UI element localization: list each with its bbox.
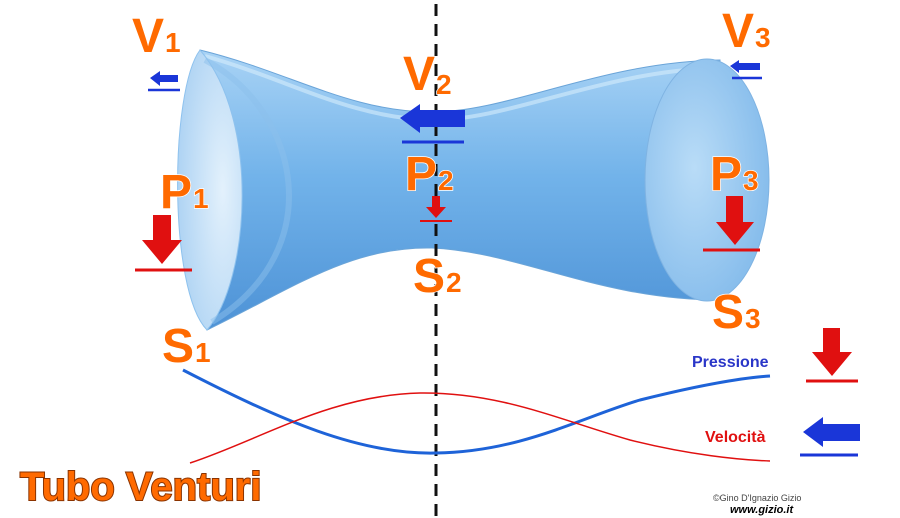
legend-pressure-arrow — [806, 328, 858, 383]
legend-velocity-arrow — [800, 417, 860, 457]
v2-arrow-icon — [400, 104, 465, 133]
credit-text: ©Gino D'Ignazio Gizio — [713, 493, 801, 503]
p2-arrow-icon — [426, 196, 446, 218]
site-url: www.gizio.it — [730, 504, 794, 516]
legend-pressure-arrow-icon — [812, 328, 852, 376]
p1-arrow — [135, 215, 192, 272]
label-s2: S2 — [413, 250, 462, 303]
v3-arrow — [730, 60, 762, 80]
label-p2: P2 — [405, 148, 454, 201]
p3-arrow — [703, 196, 760, 252]
v1-arrow — [148, 71, 180, 92]
label-s3: S3 — [712, 286, 761, 339]
p3-arrow-icon — [716, 196, 754, 245]
legend-pressione: Pressione — [692, 354, 769, 371]
label-p3: P3 — [710, 148, 759, 201]
v1-arrow-icon — [150, 71, 178, 86]
p1-arrow-icon — [142, 215, 182, 264]
left-inner-shade — [203, 57, 292, 325]
left-end-opening — [177, 49, 243, 331]
page-title: Tubo Venturi — [20, 465, 261, 509]
p2-arrow — [420, 196, 452, 222]
legend-velocity-arrow-icon — [803, 417, 860, 447]
label-v2: V2 — [403, 48, 452, 101]
label-s1: S1 — [162, 320, 211, 373]
tube-body — [199, 49, 721, 331]
label-p1: P1 — [160, 166, 209, 219]
velocity-curve — [189, 392, 771, 464]
pressure-curve — [182, 368, 771, 455]
label-v1: V1 — [132, 10, 181, 63]
v2-arrow — [400, 104, 465, 144]
v3-arrow-icon — [730, 60, 760, 73]
venturi-tube — [177, 49, 770, 331]
label-v3: V3 — [722, 5, 771, 58]
legend-velocita: Velocità — [705, 429, 766, 446]
